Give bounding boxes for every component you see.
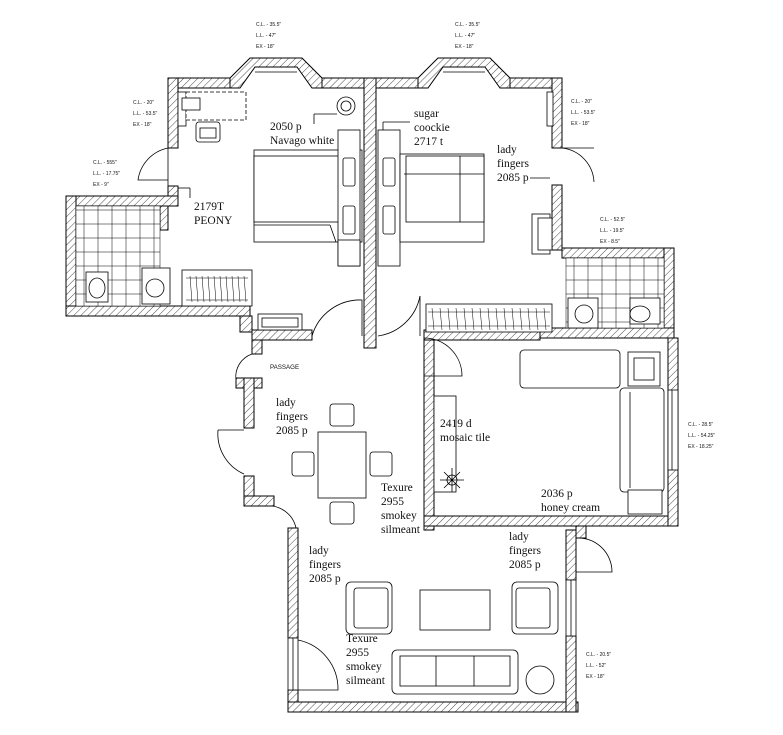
svg-text:Navago white: Navago white — [270, 135, 334, 147]
svg-text:C.L. - 20.5": C.L. - 20.5" — [586, 652, 611, 658]
label-navago: 2050 p Navago white — [270, 113, 337, 147]
label-lady-fingers-bedroom: lady fingers 2085 p — [497, 144, 550, 184]
svg-text:EX - 18": EX - 18" — [455, 44, 474, 50]
svg-text:C.L. - 20": C.L. - 20" — [571, 99, 592, 105]
svg-text:smokey: smokey — [346, 661, 382, 673]
svg-text:EX - 18": EX - 18" — [256, 44, 275, 50]
svg-text:lady: lady — [276, 397, 296, 409]
light-note-bed-left: C.L. - 20" L.L. - 53.5" EX - 18" — [133, 100, 158, 128]
light-note-top-right: C.L. - 35.5" L.L. - 47" EX - 18" — [455, 22, 480, 50]
label-mosaic-tile: 2419 d mosaic tile — [440, 418, 490, 444]
label-lady-fingers-living-left: lady fingers 2085 p — [309, 545, 341, 585]
svg-text:L.L. - 53.5": L.L. - 53.5" — [571, 110, 596, 116]
svg-text:2179T: 2179T — [194, 201, 224, 213]
svg-text:L.L. - 19.5": L.L. - 19.5" — [600, 228, 625, 234]
svg-text:2050 p: 2050 p — [270, 121, 302, 133]
svg-text:lady: lady — [497, 144, 517, 156]
dining-furniture — [291, 403, 393, 525]
svg-text:L.L. - 53.5": L.L. - 53.5" — [133, 111, 158, 117]
svg-text:2717 t: 2717 t — [414, 136, 444, 148]
light-note-bottom-right: C.L. - 20.5" L.L. - 52" EX - 18" — [586, 652, 611, 680]
svg-text:sugar: sugar — [414, 108, 439, 120]
svg-text:C.L. - 35.5": C.L. - 35.5" — [455, 22, 480, 28]
svg-text:L.L. - 47": L.L. - 47" — [256, 33, 276, 39]
svg-text:2036 p: 2036 p — [541, 488, 573, 500]
svg-text:fingers: fingers — [497, 158, 529, 170]
label-lady-fingers-living-right: lady fingers 2085 p — [509, 531, 541, 571]
wardrobes — [181, 269, 553, 333]
svg-text:EX - 8.5": EX - 8.5" — [600, 239, 620, 245]
svg-text:smokey: smokey — [381, 510, 417, 522]
svg-text:silmeant: silmeant — [381, 524, 421, 536]
svg-text:2955: 2955 — [346, 647, 369, 659]
bedroom-left-furniture — [181, 91, 363, 267]
light-note-living-right: C.L. - 28.5" L.L. - 54.25" EX - 18.25" — [688, 422, 715, 450]
svg-text:fingers: fingers — [509, 545, 541, 557]
svg-text:2955: 2955 — [381, 496, 404, 508]
svg-text:EX - 9": EX - 9" — [93, 182, 109, 188]
svg-text:mosaic tile: mosaic tile — [440, 432, 490, 444]
light-note-bath-left: C.L. - 555" L.L. - 17.75" EX - 9" — [93, 160, 120, 188]
svg-text:L.L. - 52": L.L. - 52" — [586, 663, 606, 669]
svg-text:2085 p: 2085 p — [276, 425, 308, 437]
light-note-top-left: C.L. - 35.5" L.L. - 47" EX - 18" — [256, 22, 281, 50]
svg-text:2085 p: 2085 p — [509, 559, 541, 571]
svg-text:C.L. - 52.5": C.L. - 52.5" — [600, 217, 625, 223]
label-honey-cream: 2036 p honey cream — [541, 488, 600, 514]
svg-text:EX - 18": EX - 18" — [586, 674, 605, 680]
svg-text:fingers: fingers — [309, 559, 341, 571]
svg-text:silmeant: silmeant — [346, 675, 386, 687]
walls — [65, 57, 679, 713]
doors — [137, 147, 613, 691]
living-furniture — [345, 581, 559, 695]
svg-text:lady: lady — [309, 545, 329, 557]
svg-text:honey cream: honey cream — [541, 502, 600, 514]
svg-text:EX - 18": EX - 18" — [571, 121, 590, 127]
label-peony: 2179T PEONY — [178, 187, 233, 227]
svg-text:2085 p: 2085 p — [309, 573, 341, 585]
label-lady-fingers-dining: lady fingers 2085 p — [276, 397, 308, 437]
svg-text:2419 d: 2419 d — [440, 418, 472, 430]
label-passage: PASSAGE — [270, 364, 299, 371]
bathroom-left — [75, 195, 171, 307]
svg-text:L.L. - 17.75": L.L. - 17.75" — [93, 171, 120, 177]
svg-text:L.L. - 54.25": L.L. - 54.25" — [688, 433, 715, 439]
svg-text:C.L. - 35.5": C.L. - 35.5" — [256, 22, 281, 28]
svg-text:C.L. - 20": C.L. - 20" — [133, 100, 154, 106]
svg-text:PEONY: PEONY — [194, 215, 233, 227]
svg-text:Texure: Texure — [381, 482, 413, 494]
label-texture-living: Texure 2955 smokey silmeant — [346, 633, 386, 687]
svg-text:C.L. - 555": C.L. - 555" — [93, 160, 117, 166]
svg-text:EX - 18.25": EX - 18.25" — [688, 444, 714, 450]
label-sugar-coockie: sugar coockie 2717 t — [382, 108, 450, 148]
label-texture-dining: Texure 2955 smokey silmeant — [381, 482, 421, 536]
svg-text:lady: lady — [509, 531, 529, 543]
light-note-bed-right: C.L. - 20" L.L. - 53.5" EX - 18" — [571, 99, 596, 127]
lounge-furniture — [433, 349, 665, 515]
svg-text:fingers: fingers — [276, 411, 308, 423]
light-note-bath-right: C.L. - 52.5" L.L. - 19.5" EX - 8.5" — [600, 217, 625, 245]
bathroom-right — [565, 257, 665, 329]
svg-text:EX - 18": EX - 18" — [133, 122, 152, 128]
svg-text:L.L. - 47": L.L. - 47" — [455, 33, 475, 39]
svg-text:Texure: Texure — [346, 633, 378, 645]
svg-text:C.L. - 28.5": C.L. - 28.5" — [688, 422, 713, 428]
svg-text:2085 p: 2085 p — [497, 172, 529, 184]
bedroom-right-furniture — [377, 129, 553, 267]
svg-text:coockie: coockie — [414, 122, 450, 134]
